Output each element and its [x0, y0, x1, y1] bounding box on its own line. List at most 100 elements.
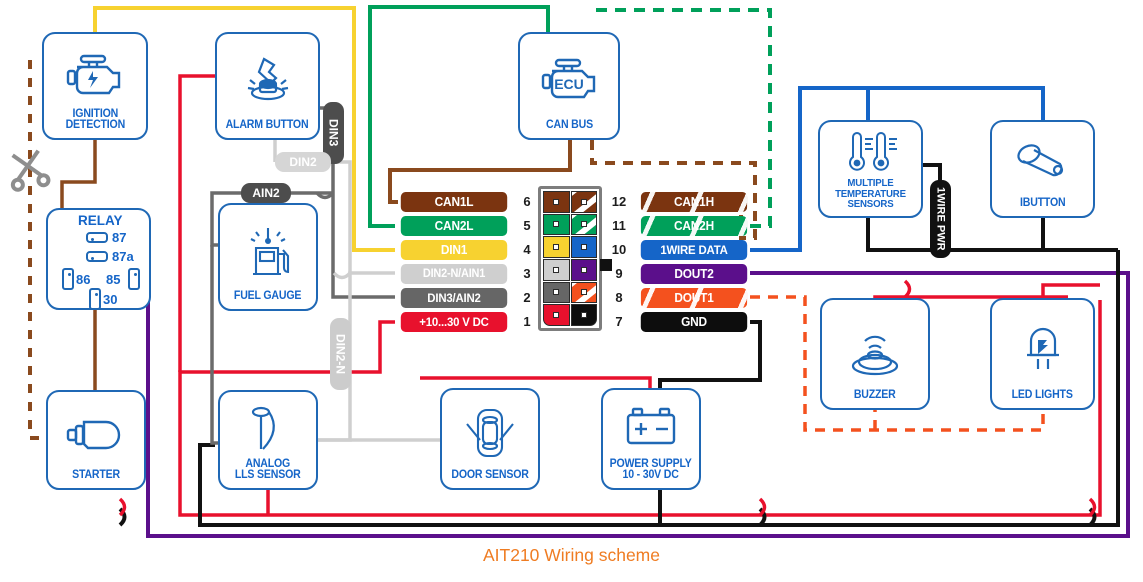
relay-terminal-label: 87 — [112, 230, 127, 245]
device-label: ANALOG LLS SENSOR — [235, 457, 301, 482]
device-label: IGNITION DETECTION — [65, 107, 125, 132]
wire-jump-arc — [1088, 507, 1097, 527]
connector-pin-5[interactable] — [543, 213, 570, 236]
connector-pin-12[interactable] — [570, 191, 597, 213]
device-multiple-temperature-sensors[interactable]: MULTIPLE TEMPERATURE SENSORS — [818, 120, 923, 218]
relay-title: RELAY — [78, 213, 123, 228]
relay-terminal-86[interactable] — [62, 268, 74, 290]
connector-pin-2[interactable] — [543, 281, 570, 304]
wire-gnd-black-right — [660, 250, 1120, 527]
relay-terminal-30[interactable] — [89, 288, 101, 310]
device-label: IBUTTON — [1019, 197, 1066, 210]
connector-pin-10[interactable] — [570, 236, 597, 258]
device-starter[interactable]: STARTER — [46, 390, 146, 490]
stripe-overlay — [641, 192, 747, 212]
device-fuel-gauge[interactable]: FUEL GAUGE — [218, 203, 318, 311]
wire-jump-arc — [903, 279, 912, 299]
connector-pin-7[interactable] — [570, 304, 597, 326]
cable-tag-1wire-pwr: 1WIRE PWR — [930, 180, 951, 258]
pin-number: 6 — [523, 194, 531, 209]
pin-label-can2l: CAN2L — [400, 216, 508, 236]
pin-number: 2 — [523, 290, 531, 305]
connector-pin-11[interactable] — [570, 213, 597, 236]
wire-jump-arc — [118, 507, 127, 527]
wire-can2h-green — [592, 8, 772, 228]
pin-label-din1: DIN1 — [400, 240, 508, 260]
device-door-sensor[interactable]: DOOR SENSOR — [440, 388, 540, 490]
wire-ain2-to-fuelgauge — [210, 191, 243, 247]
wire-ain2-to-lls — [210, 245, 218, 445]
relay-terminal-label: 85 — [106, 272, 121, 287]
hand-press-button-icon — [217, 42, 318, 120]
connector-pin-9[interactable] — [570, 258, 597, 281]
starter-motor-icon — [48, 400, 144, 470]
device-led-lights[interactable]: LED LIGHTS — [990, 298, 1095, 410]
wire-din1-yellow — [93, 6, 395, 252]
connector-pin-3[interactable] — [543, 258, 570, 281]
stripe-overlay — [641, 216, 747, 236]
scissors-icon — [10, 149, 51, 192]
device-buzzer[interactable]: BUZZER — [820, 298, 930, 410]
device-label: POWER SUPPLY 10 - 30V DC — [609, 457, 693, 482]
connector-12-pin[interactable] — [538, 186, 602, 331]
relay-terminal-85[interactable] — [128, 268, 140, 290]
pin-label-power-input: +10...30 V DC — [400, 312, 508, 332]
wire-1wire-data-blue — [750, 86, 1045, 252]
wire-can1h-brown-dashed — [590, 140, 757, 240]
thermometer-icon — [820, 130, 921, 178]
pin-label-can1h: CAN1H — [640, 192, 748, 212]
device-label: BUZZER — [854, 389, 896, 402]
cable-tag-din3: DIN3 — [323, 102, 344, 164]
connector-pin-1[interactable] — [543, 304, 570, 326]
pin-number: 8 — [615, 290, 623, 305]
device-ibutton[interactable]: IBUTTON — [990, 120, 1095, 218]
device-ignition-detection[interactable]: IGNITION DETECTION — [42, 32, 148, 140]
device-label: ALARM BUTTON — [226, 119, 309, 132]
cable-tag-din2: DIN2 — [275, 152, 331, 172]
wire-can1l-brown — [388, 140, 572, 204]
ibutton-key-icon — [992, 130, 1093, 198]
pin-label-dout2: DOUT2 — [640, 264, 748, 284]
wire-jump-arc — [118, 497, 127, 517]
pin-number: 3 — [523, 266, 531, 281]
pin-number: 11 — [612, 218, 626, 233]
relay-terminal-label: 87a — [112, 249, 134, 264]
fuel-pump-icon — [220, 213, 316, 291]
pin-label-gnd: GND — [640, 312, 748, 332]
svg-text:ECU: ECU — [554, 76, 584, 92]
lls-probe-icon — [220, 400, 316, 459]
pin-label-din2n-ain1: DIN2-N/AIN1 — [400, 264, 508, 284]
device-label: FUEL GAUGE — [234, 290, 302, 303]
wire-gnd-black-bottom — [198, 443, 662, 527]
pin-number: 10 — [611, 242, 627, 257]
device-power-supply[interactable]: POWER SUPPLY 10 - 30V DC — [601, 388, 701, 490]
connector-pin-6[interactable] — [543, 191, 570, 213]
relay-terminal-87[interactable] — [86, 232, 108, 243]
relay-terminal-label: 30 — [103, 292, 118, 307]
device-label: LED LIGHTS — [1011, 389, 1074, 402]
wire-gnd-black-main — [658, 320, 762, 390]
stripe-overlay — [641, 288, 747, 308]
buzzer-icon — [822, 308, 928, 390]
pin-label-din3-ain2: DIN3/AIN2 — [400, 288, 508, 308]
wire-jump-arc — [1088, 497, 1097, 517]
connector-pin-8[interactable] — [570, 281, 597, 304]
device-analog-lls-sensor[interactable]: ANALOG LLS SENSOR — [218, 390, 318, 490]
device-label: STARTER — [72, 469, 120, 482]
pin-number: 1 — [523, 314, 531, 329]
device-alarm-button[interactable]: ALARM BUTTON — [215, 32, 320, 140]
wire-dout1-orange-dashed — [750, 295, 1045, 432]
connector-side-nub — [600, 259, 612, 271]
connector-pin-4[interactable] — [543, 236, 570, 258]
relay-terminal-87a[interactable] — [86, 251, 108, 262]
wire-jump-arc — [758, 507, 767, 527]
pin-label-can1l: CAN1L — [400, 192, 508, 212]
pin-number: 5 — [523, 218, 531, 233]
wire-power-red-alarm — [178, 74, 215, 372]
pin-number: 12 — [611, 194, 627, 209]
cable-tag-ain2: AIN2 — [241, 183, 291, 203]
cable-tag-din2n: DIN2-N — [330, 318, 351, 390]
ecu-engine-icon: ECU — [520, 42, 618, 120]
device-can-bus[interactable]: ECU CAN BUS — [518, 32, 620, 140]
